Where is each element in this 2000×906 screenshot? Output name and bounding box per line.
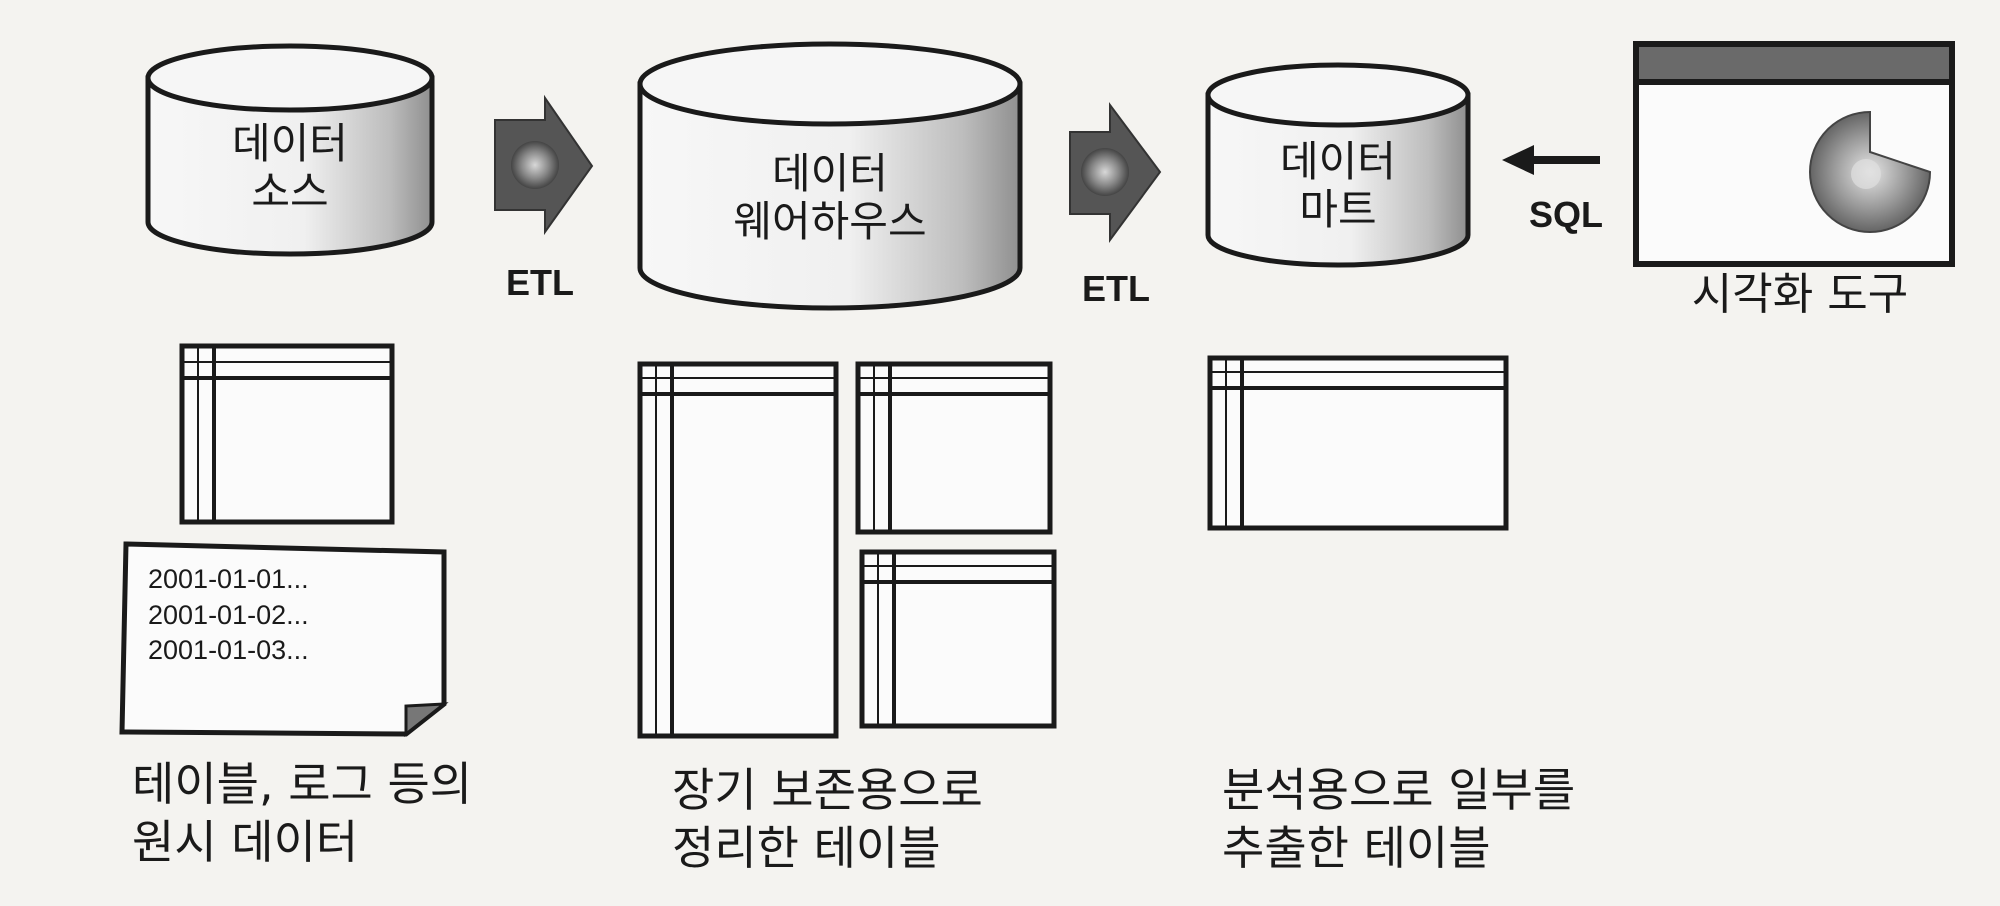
etl-label-1: ETL <box>506 262 574 303</box>
warehouse-caption-line2: 정리한 테이블 <box>672 820 941 875</box>
log-line: 2001-01-02... <box>148 599 309 630</box>
etl-arrow-icon <box>1069 101 1162 244</box>
data-mart-label-line1: 데이터 <box>1280 137 1396 186</box>
visualization-tool-window <box>1633 41 1955 267</box>
data-warehouse-label-line1: 데이터 <box>772 149 888 198</box>
source-caption-line2: 원시 데이터 <box>132 814 359 869</box>
source-caption: 테이블, 로그 등의 원시 데이터 <box>132 756 552 871</box>
data-source-label: 데이터 소스 <box>190 119 390 217</box>
log-lines: 2001-01-01... 2001-01-02... 2001-01-03..… <box>148 562 309 669</box>
log-line: 2001-01-01... <box>148 564 309 594</box>
data-source-label-line2: 소스 <box>251 167 329 217</box>
warehouse-caption: 장기 보존용으로 정리한 테이블 <box>672 762 1072 877</box>
data-mart-cylinder <box>1205 62 1471 268</box>
source-table-icon <box>179 343 395 525</box>
log-document-icon <box>119 541 449 738</box>
data-source-cylinder <box>145 43 435 257</box>
warehouse-table-small-icon <box>855 361 1053 535</box>
visualization-tool-label: 시각화 도구 <box>1691 269 1909 320</box>
warehouse-table-tall-icon <box>637 361 839 739</box>
mart-caption: 분석용으로 일부를 추출한 테이블 <box>1222 762 1642 877</box>
data-source-label-line1: 데이터 <box>232 119 348 168</box>
etl-label-2: ETL <box>1082 268 1150 309</box>
data-mart-label: 데이터 마트 <box>1238 137 1438 235</box>
sql-arrow-icon <box>1502 145 1600 175</box>
source-caption-line1: 테이블, 로그 등의 <box>132 757 473 811</box>
warehouse-table-small-icon <box>859 549 1057 729</box>
sql-label: SQL <box>1528 194 1603 235</box>
mart-table-icon <box>1207 355 1509 531</box>
log-line: 2001-01-03... <box>148 635 309 666</box>
etl-arrow-icon <box>494 94 594 236</box>
data-warehouse-cylinder <box>637 41 1023 311</box>
data-warehouse-label: 데이터 웨어하우스 <box>690 149 970 247</box>
warehouse-caption-line1: 장기 보존용으로 <box>672 763 983 817</box>
data-mart-label-line2: 마트 <box>1299 185 1377 235</box>
mart-caption-line1: 분석용으로 일부를 <box>1222 763 1576 817</box>
mart-caption-line2: 추출한 테이블 <box>1222 820 1491 875</box>
data-warehouse-label-line2: 웨어하우스 <box>733 197 927 247</box>
